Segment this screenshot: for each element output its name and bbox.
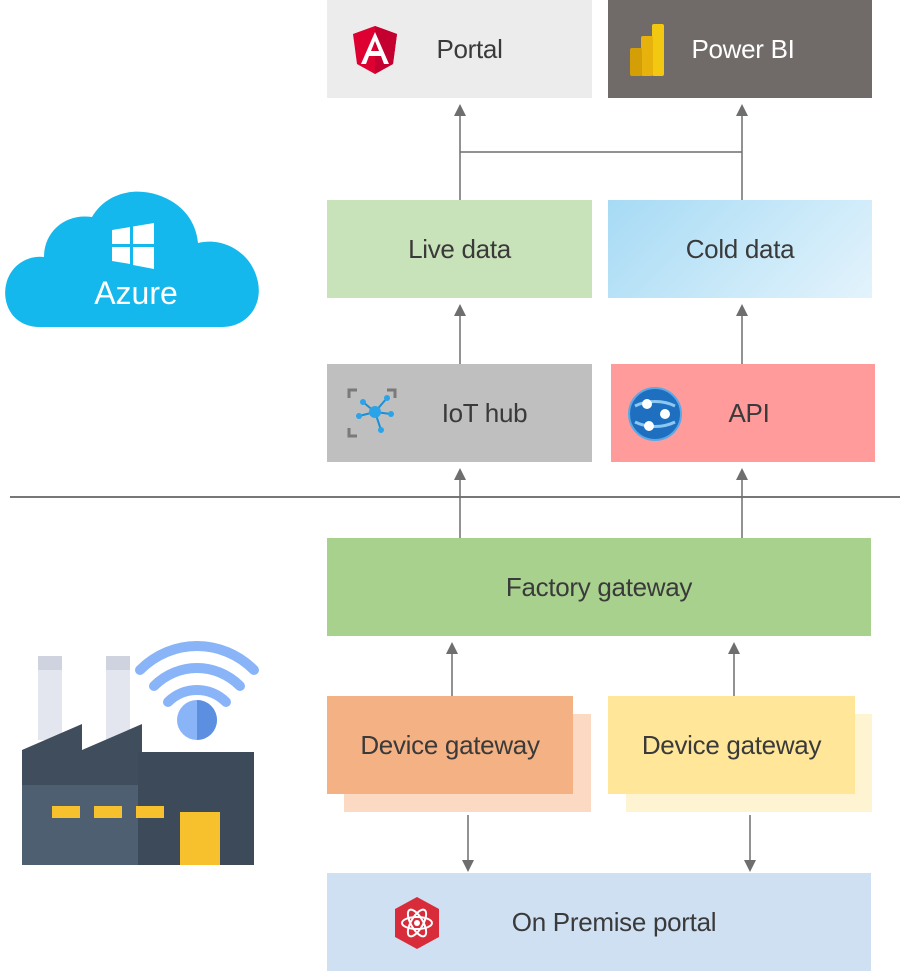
portal-label: Portal [436, 33, 503, 64]
device-gateway-1-label: Device gateway [360, 729, 540, 760]
portal-node: Portal [327, 0, 592, 98]
device-gateway-1-node: Device gateway [327, 696, 573, 794]
app-service-globe-icon [627, 386, 683, 449]
cold-data-node: Cold data [608, 200, 872, 298]
live-data-node: Live data [327, 200, 592, 298]
cold-data-label: Cold data [685, 233, 795, 264]
on-premise-portal-label: On Premise portal [511, 906, 717, 937]
cloud-icon [5, 191, 259, 327]
angular-icon [353, 26, 397, 81]
iot-hub-label: IoT hub [441, 397, 528, 428]
windows-logo-icon [110, 223, 156, 269]
device-gateway-2-label: Device gateway [641, 729, 822, 760]
power-bi-icon [630, 24, 666, 83]
power-bi-node: Power BI [608, 0, 872, 98]
factory-wifi-icon [22, 640, 262, 865]
azure-cloud: Azure [0, 185, 270, 330]
factory-gateway-label: Factory gateway [505, 571, 693, 602]
factory-gateway-node: Factory gateway [327, 538, 871, 636]
iot-hub-node: IoT hub [327, 364, 592, 462]
electron-icon [391, 895, 443, 958]
api-label: API [728, 397, 770, 428]
iot-hub-icon [347, 388, 397, 445]
device-gateway-2-node: Device gateway [608, 696, 855, 794]
live-data-label: Live data [408, 233, 511, 264]
on-premise-portal-node: On Premise portal [327, 873, 871, 971]
power-bi-label: Power BI [691, 33, 795, 64]
azure-label: Azure [94, 275, 178, 311]
api-node: API [611, 364, 875, 462]
